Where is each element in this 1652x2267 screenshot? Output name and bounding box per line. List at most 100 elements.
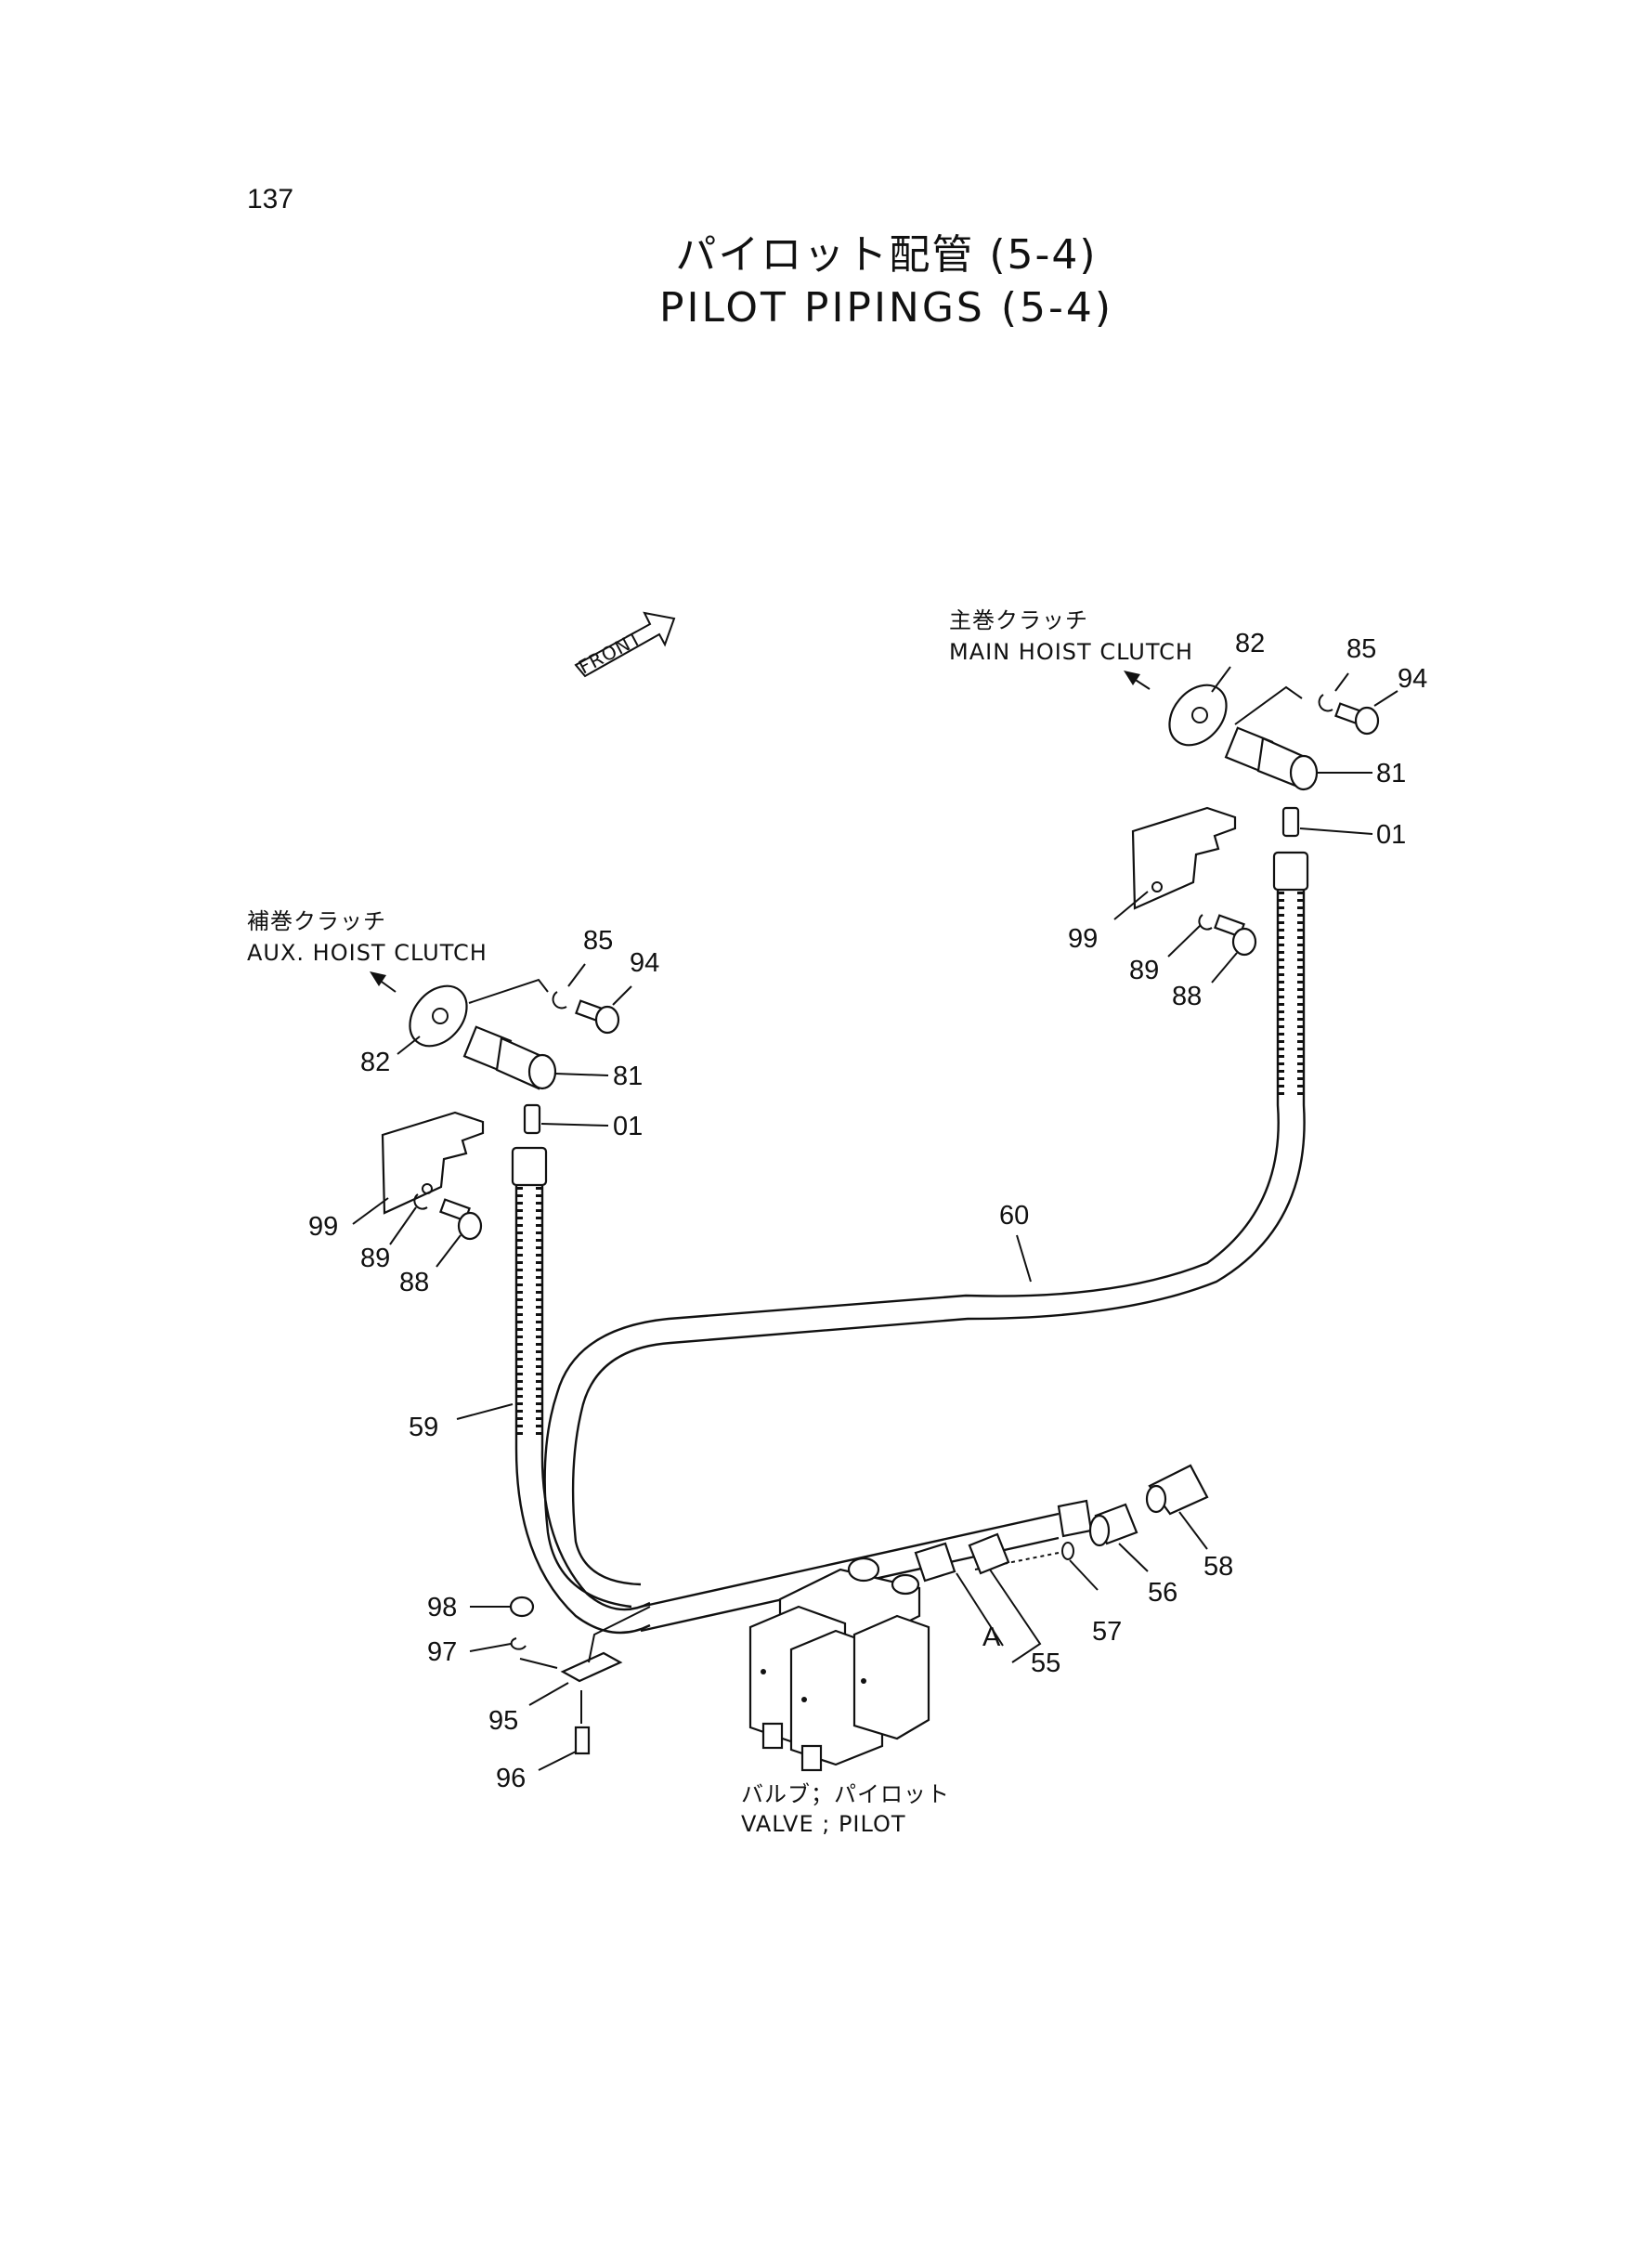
part-58: 58 xyxy=(1145,1464,1233,1582)
aux-88-head xyxy=(457,1211,483,1241)
page-title: パイロット配管 (5-4) PILOT PIPINGS (5-4) xyxy=(0,221,1652,332)
part-55: 55 A xyxy=(914,1532,1060,1678)
main-callout-82: 82 xyxy=(1235,629,1265,658)
aux-callout-85: 85 xyxy=(583,926,613,956)
pilot-line-nut xyxy=(1057,1499,1093,1538)
main-85-leader xyxy=(1334,672,1349,692)
aux-hoist-clutch-group: 補巻クラッチ AUX. HOIST CLUTCH 82 85 94 81 01 xyxy=(247,908,659,1297)
part-57: 57 xyxy=(974,1542,1122,1647)
main-lock-washer xyxy=(1198,914,1213,931)
aux-01-leader xyxy=(540,1123,609,1127)
washer-97 xyxy=(510,1637,527,1650)
callout-59: 59 xyxy=(409,1413,438,1442)
aux-link-line xyxy=(468,978,549,1004)
leader-58 xyxy=(1178,1511,1208,1550)
main-hoist-label-en: MAIN HOIST CLUTCH xyxy=(949,639,1193,665)
aux-81-leader xyxy=(554,1073,609,1076)
main-bolt-head xyxy=(1354,706,1380,736)
callout-97: 97 xyxy=(427,1637,457,1667)
main-callout-89: 89 xyxy=(1129,956,1159,985)
main-callout-85: 85 xyxy=(1346,634,1376,664)
valve-leg-1 xyxy=(761,1722,784,1750)
main-89-leader xyxy=(1167,924,1202,958)
main-fitting xyxy=(1281,806,1300,838)
valve-dot-1 xyxy=(761,1669,766,1674)
hose-59: 59 xyxy=(409,1146,651,1635)
leader-56 xyxy=(1118,1543,1149,1572)
main-88-head xyxy=(1231,927,1257,957)
callout-95: 95 xyxy=(488,1706,518,1736)
main-callout-81: 81 xyxy=(1376,759,1406,788)
hose-59-leader xyxy=(456,1403,514,1420)
main-94-leader xyxy=(1373,690,1398,707)
clamp-band xyxy=(588,1606,651,1663)
aux-99-leader xyxy=(352,1197,389,1225)
clamp-plate-95 xyxy=(560,1651,623,1683)
aux-hoist-label-en: AUX. HOIST CLUTCH xyxy=(247,940,488,966)
callout-57: 57 xyxy=(1092,1617,1122,1647)
valve-port-top xyxy=(847,1557,880,1583)
valve-port-right xyxy=(891,1573,920,1596)
clamp-assembly: 98 97 95 96 xyxy=(427,1593,651,1793)
adapter-56-end xyxy=(1088,1514,1111,1547)
main-callout-01: 01 xyxy=(1376,820,1406,850)
main-switch-cap xyxy=(1289,754,1319,791)
hose-59-armor xyxy=(517,1187,541,1440)
valve-label-jp: バルブ；パイロット xyxy=(741,1781,950,1807)
hose-60-fitting xyxy=(1272,851,1309,892)
valve-leg-2 xyxy=(800,1744,823,1772)
aux-94-leader xyxy=(612,985,632,1006)
aux-callout-01: 01 xyxy=(613,1112,643,1141)
valve-dot-2 xyxy=(801,1697,807,1702)
leader-97 xyxy=(469,1643,512,1652)
fitting-55-a xyxy=(968,1532,1010,1575)
aux-85-leader xyxy=(567,963,586,987)
aux-callout-82: 82 xyxy=(360,1048,390,1077)
main-82-leader xyxy=(1211,666,1231,693)
main-callout-99: 99 xyxy=(1068,924,1098,954)
page-number: 137 xyxy=(247,184,294,215)
title-japanese: パイロット配管 (5-4) xyxy=(675,231,1098,279)
aux-88-leader xyxy=(436,1234,462,1268)
oring-57 xyxy=(1061,1542,1074,1560)
fitting-55-b xyxy=(914,1542,956,1583)
main-link-line xyxy=(1234,685,1303,725)
main-88-leader xyxy=(1211,952,1238,984)
callout-55: 55 xyxy=(1031,1648,1060,1678)
aux-lock-washer xyxy=(413,1193,428,1210)
main-hoist-label-jp: 主巻クラッチ xyxy=(949,607,1088,633)
aux-hoist-label-jp: 補巻クラッチ xyxy=(247,908,386,934)
part-56: 56 xyxy=(1088,1503,1177,1608)
main-flange-hole xyxy=(1191,707,1208,723)
hose-60: 60 xyxy=(543,851,1309,1609)
callout-56: 56 xyxy=(1148,1578,1177,1608)
front-label: FRONT xyxy=(575,627,645,679)
bolt-96 xyxy=(574,1726,591,1755)
hose-59-fitting xyxy=(511,1146,548,1187)
hose-60-leader xyxy=(1016,1234,1032,1283)
aux-callout-99: 99 xyxy=(308,1212,338,1242)
main-bracket-hole xyxy=(1151,881,1163,892)
main-99-leader xyxy=(1113,891,1149,920)
callout-98: 98 xyxy=(427,1593,457,1622)
callout-58: 58 xyxy=(1203,1552,1233,1582)
leader-95 xyxy=(528,1682,569,1706)
aux-89-leader xyxy=(389,1206,417,1245)
aux-callout-88: 88 xyxy=(399,1268,429,1297)
title-english: PILOT PIPINGS (5-4) xyxy=(658,284,1114,332)
elbow-58-end xyxy=(1145,1484,1167,1514)
nut-98 xyxy=(509,1596,535,1618)
main-arrow-head xyxy=(1124,671,1140,685)
main-bracket xyxy=(1131,806,1237,910)
leader-57 xyxy=(1069,1559,1099,1591)
main-flange-plate xyxy=(1168,684,1228,747)
valve-label-en: VALVE ; PILOT xyxy=(741,1811,906,1837)
aux-bolt-head xyxy=(594,1005,620,1035)
aux-82-leader xyxy=(397,1036,421,1055)
aux-bracket-hole xyxy=(422,1183,433,1194)
main-callout-94: 94 xyxy=(1398,664,1427,694)
pilot-valve-block: バルブ；パイロット VALVE ; PILOT xyxy=(741,1557,950,1837)
callout-96: 96 xyxy=(496,1764,526,1793)
